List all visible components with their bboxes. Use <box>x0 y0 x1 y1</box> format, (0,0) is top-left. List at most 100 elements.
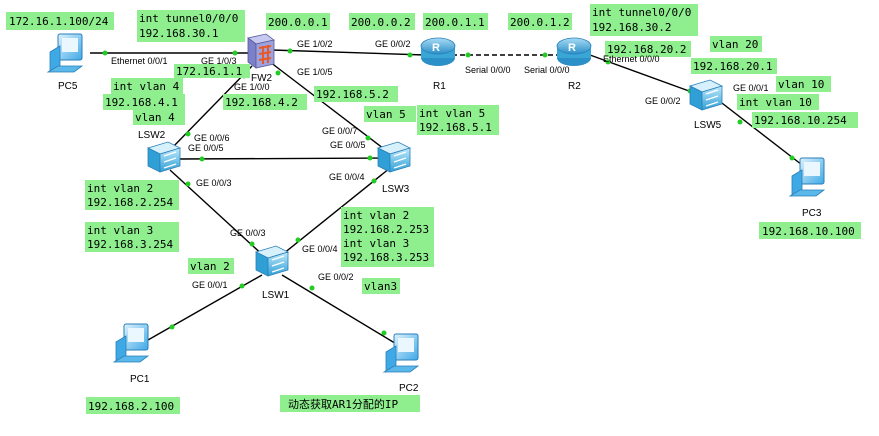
vlan10-note: vlan 10 <box>778 78 824 91</box>
note-box <box>590 4 698 36</box>
note-box <box>266 13 330 30</box>
note-box <box>111 78 183 94</box>
vlan4-note: vlan 4 <box>135 111 175 124</box>
note-box <box>362 278 400 294</box>
lsw5-ge002-port-label: GE 0/0/2 <box>645 96 681 106</box>
pc1-label: PC1 <box>130 374 150 385</box>
note-box <box>133 110 185 125</box>
note-box <box>691 58 777 74</box>
r1-serial-ip-note: 200.0.1.1 <box>425 16 485 29</box>
pc1-icon[interactable] <box>112 323 150 363</box>
fw2-ge100-ip-note: 192.168.4.2 <box>225 96 298 109</box>
notes <box>6 4 861 414</box>
fw2-label: FW2 <box>251 73 273 84</box>
note-box <box>137 10 245 42</box>
fw2-ge105-port-label: GE 1/0/5 <box>297 67 333 77</box>
fw2-tunnel-note: int tunnel0/0/0 <box>139 12 238 25</box>
svg-text:R: R <box>568 42 576 54</box>
lsw5-vlan10-ip-note: 192.168.10.254 <box>754 114 847 127</box>
port-dot <box>465 52 471 58</box>
note-box <box>508 13 572 30</box>
link-lsw2-lsw3 <box>177 157 389 160</box>
note-box <box>752 112 858 128</box>
r1-ge002-port-label: GE 0/0/2 <box>375 39 411 49</box>
port-dot <box>102 50 108 56</box>
note-box <box>759 222 861 239</box>
port-dot <box>789 155 795 161</box>
pc5-ip-note: 172.16.1.100/24 <box>9 15 109 28</box>
lsw1-label: LSW1 <box>262 290 290 301</box>
port-dot <box>737 119 743 125</box>
port-dot <box>185 181 191 187</box>
lsw2-label: LSW2 <box>138 130 166 141</box>
lsw3-int-vlan3-note: int vlan 3 <box>343 237 409 250</box>
lsw2-vlan3-ip-note: 192.168.3.254 <box>87 238 173 251</box>
note-box <box>86 397 180 414</box>
fw2-ge103-port-label: GE 1/0/3 <box>201 56 237 66</box>
switch-lsw3-icon[interactable] <box>376 141 412 173</box>
note-box <box>417 105 499 135</box>
pc2-icon[interactable] <box>382 333 420 373</box>
r2-tunnel-ip-note: 192.168.30.2 <box>592 21 671 34</box>
vlan2-note: vlan 2 <box>190 260 230 273</box>
link-fw2-r1 <box>271 49 426 56</box>
switch-lsw1-icon[interactable] <box>254 245 290 277</box>
lsw1-ge004-port-label: GE 0/0/4 <box>302 244 338 254</box>
svg-text:R: R <box>432 42 440 54</box>
lsw5-label: LSW5 <box>694 120 722 131</box>
r2-eth-port-label: Ethernet 0/0/0 <box>603 54 660 64</box>
firewall-icon[interactable] <box>247 33 275 69</box>
port-dot <box>309 285 315 291</box>
pc3-ip-note: 192.168.10.100 <box>762 225 855 238</box>
port-dot <box>605 59 611 65</box>
lsw3-int-vlan5-note: int vlan 5 <box>419 107 485 120</box>
switch-lsw5-icon[interactable] <box>688 79 724 111</box>
note-box <box>314 86 398 102</box>
port-dot <box>365 135 371 141</box>
pc3-label: PC3 <box>802 208 822 219</box>
pc2-label: PC2 <box>399 383 419 394</box>
vlan20-note: vlan 20 <box>712 38 758 51</box>
note-box <box>223 94 307 110</box>
lsw2-ge003-port-label: GE 0/0/3 <box>196 178 232 188</box>
lsw1-ge003-port-label: GE 0/0/3 <box>230 228 266 238</box>
note-box <box>341 207 434 267</box>
fw2-tunnel-ip-note: 192.168.30.1 <box>139 27 218 40</box>
lsw3-ge004-port-label: GE 0/0/4 <box>329 172 365 182</box>
fw2-ge105-ip-note: 192.168.5.2 <box>316 88 389 101</box>
r2-serial-port-label: Serial 0/0/0 <box>524 65 570 75</box>
port-dot <box>287 48 293 54</box>
port-indicators <box>102 48 795 336</box>
switch-lsw2-icon[interactable] <box>146 141 182 173</box>
pc5-icon[interactable] <box>46 33 84 73</box>
link-lsw1-pc2 <box>281 274 399 346</box>
vlan5-note: vlan 5 <box>366 108 406 121</box>
lsw3-int-vlan2-note: int vlan 2 <box>343 209 409 222</box>
fw2-inside-ip-note: 172.16.1.1 <box>176 65 242 78</box>
router-r2-icon[interactable]: R <box>556 37 592 66</box>
lsw3-ge005-port-label: GE 0/0/5 <box>330 140 366 150</box>
lsw2-int-vlan2-note: int vlan 2 <box>87 182 153 195</box>
lsw2-ge006-port-label: GE 0/0/6 <box>194 133 230 143</box>
r1-serial-port-label: Serial 0/0/0 <box>465 65 511 75</box>
r1-label: R1 <box>433 81 446 92</box>
pc3-icon[interactable] <box>788 157 826 197</box>
note-box <box>423 13 488 30</box>
fw2-ge100-port-label: GE 1/0/0 <box>234 82 270 92</box>
fw2-wan-ip-note: 200.0.0.1 <box>268 16 328 29</box>
lsw1-ge002-port-label: GE 0/0/2 <box>318 272 354 282</box>
router-r1-icon[interactable]: R <box>420 37 456 66</box>
lsw5-vlan20-ip-note: 192.168.20.1 <box>693 60 772 73</box>
vlan3-note: vlan3 <box>364 280 397 293</box>
note-box <box>776 76 831 92</box>
note-box <box>605 41 691 57</box>
lsw5-int-vlan10-note: int vlan 10 <box>739 96 812 109</box>
port-dot <box>232 50 238 56</box>
lsw1-ge001-port-label: GE 0/0/1 <box>192 280 228 290</box>
link-fw2-lsw2 <box>169 65 253 151</box>
pc5-eth-port-label: Ethernet 0/0/1 <box>111 56 168 66</box>
lsw3-ge007-port-label: GE 0/0/7 <box>322 126 358 136</box>
r2-eth-ip-note: 192.168.20.2 <box>607 43 686 56</box>
r2-tunnel-note: int tunnel0/0/0 <box>592 6 691 19</box>
